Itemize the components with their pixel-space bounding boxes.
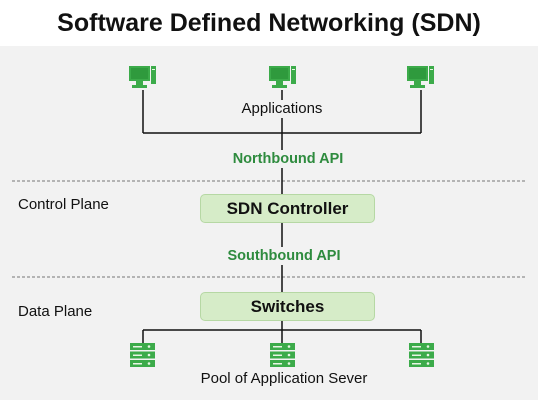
server-icon [409,343,434,367]
server-icon [130,343,155,367]
applications-label: Applications [238,100,326,118]
computer-icon [269,66,296,88]
switches-box: Switches [200,292,375,321]
northbound-api-label: Northbound API [228,150,348,168]
computer-icon [129,66,156,88]
southbound-api-label: Southbound API [223,247,345,265]
server-pool-label: Pool of Application Sever [200,370,368,387]
diagram-title: Software Defined Networking (SDN) [57,9,481,37]
control-plane-label: Control Plane [18,196,109,213]
computer-icon [407,66,434,88]
server-icon [270,343,295,367]
sdn-controller-box: SDN Controller [200,194,375,223]
data-plane-label: Data Plane [18,303,93,320]
